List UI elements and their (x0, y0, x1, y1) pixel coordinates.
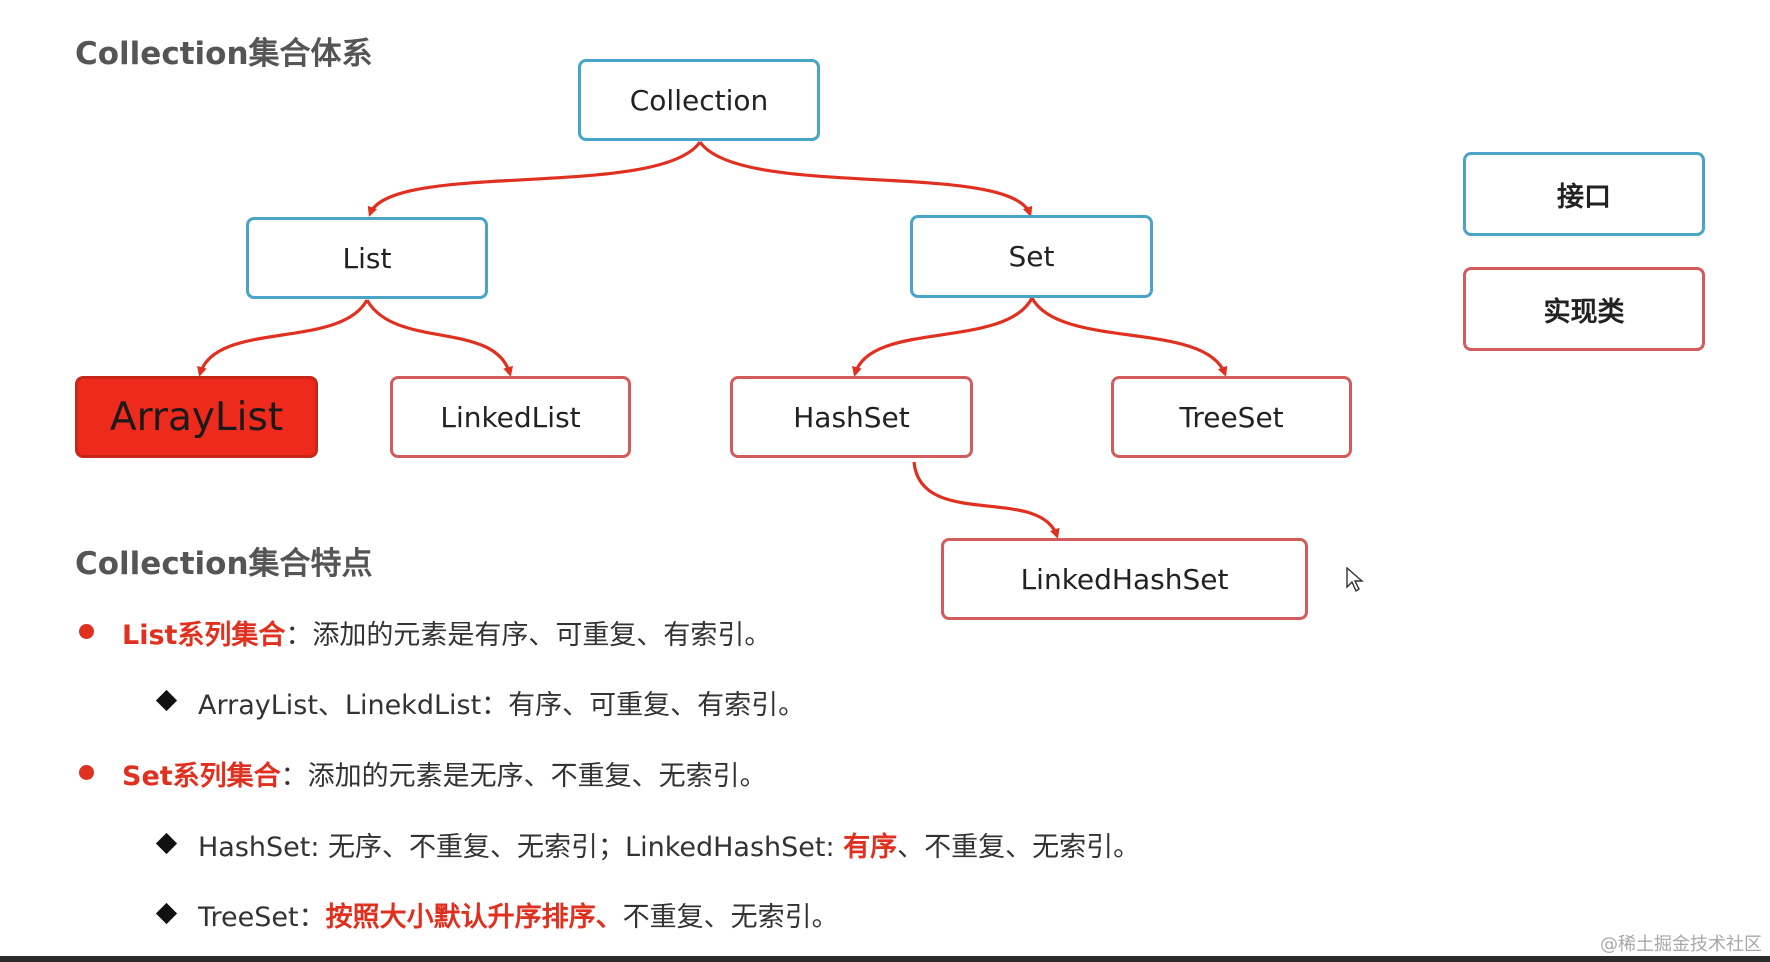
node-linkedhashset: LinkedHashSet (941, 538, 1308, 620)
node-treeset: TreeSet (1111, 376, 1352, 458)
feature-set-sub2-suffix: 不重复、无索引。 (622, 902, 839, 933)
feature-set-sub2-prefix: TreeSet： (198, 902, 326, 933)
feature-set-sub1-suffix: 、不重复、无索引。 (897, 832, 1141, 863)
feature-set-sub2: TreeSet：按照大小默认升序排序、不重复、无索引。 (198, 895, 839, 934)
feature-list: List系列集合：添加的元素是有序、可重复、有索引。 (122, 613, 771, 652)
node-collection: Collection (578, 59, 820, 141)
hierarchy-heading: Collection集合体系 (75, 36, 373, 72)
node-list: List (246, 217, 488, 299)
node-arraylist: ArrayList (75, 376, 318, 458)
feature-set-sub1: HashSet: 无序、不重复、无索引；LinkedHashSet: 有序、不重… (198, 825, 1140, 864)
feature-set-sub1-highlight: 有序 (843, 832, 898, 863)
node-hashset: HashSet (730, 376, 973, 458)
edge-hashset-linkedhashset (912, 461, 1060, 539)
node-linkedlist: LinkedList (390, 376, 631, 458)
edge-collection-set (698, 141, 1033, 217)
edge-collection-list (367, 141, 702, 217)
edge-list-linkedlist (365, 299, 513, 377)
legend-interface: 接口 (1463, 152, 1705, 236)
feature-list-title: List系列集合 (122, 620, 286, 651)
node-set: Set (910, 215, 1153, 298)
edge-set-hashset (852, 297, 1034, 377)
bottom-strip (0, 956, 1770, 962)
feature-set-sub1-prefix: HashSet: 无序、不重复、无索引；LinkedHashSet: (198, 832, 844, 863)
feature-set: Set系列集合：添加的元素是无序、不重复、无索引。 (122, 754, 767, 793)
edge-list-arraylist (197, 299, 369, 377)
bullet-dot-icon (79, 624, 94, 639)
feature-list-sub: ArrayList、LinekdList：有序、可重复、有索引。 (198, 690, 806, 721)
feature-list-desc: ：添加的元素是有序、可重复、有索引。 (285, 620, 772, 651)
watermark: @稀土掘金技术社区 (1600, 934, 1762, 955)
edge-set-treeset (1030, 297, 1228, 377)
feature-set-sub2-highlight: 按照大小默认升序排序、 (325, 902, 623, 933)
feature-set-title: Set系列集合 (122, 761, 281, 792)
bullet-dot-icon (79, 765, 94, 780)
mouse-cursor-icon (1346, 567, 1364, 593)
feature-set-desc: ：添加的元素是无序、不重复、无索引。 (280, 761, 767, 792)
legend-implementation: 实现类 (1463, 267, 1705, 351)
features-heading: Collection集合特点 (75, 546, 373, 582)
